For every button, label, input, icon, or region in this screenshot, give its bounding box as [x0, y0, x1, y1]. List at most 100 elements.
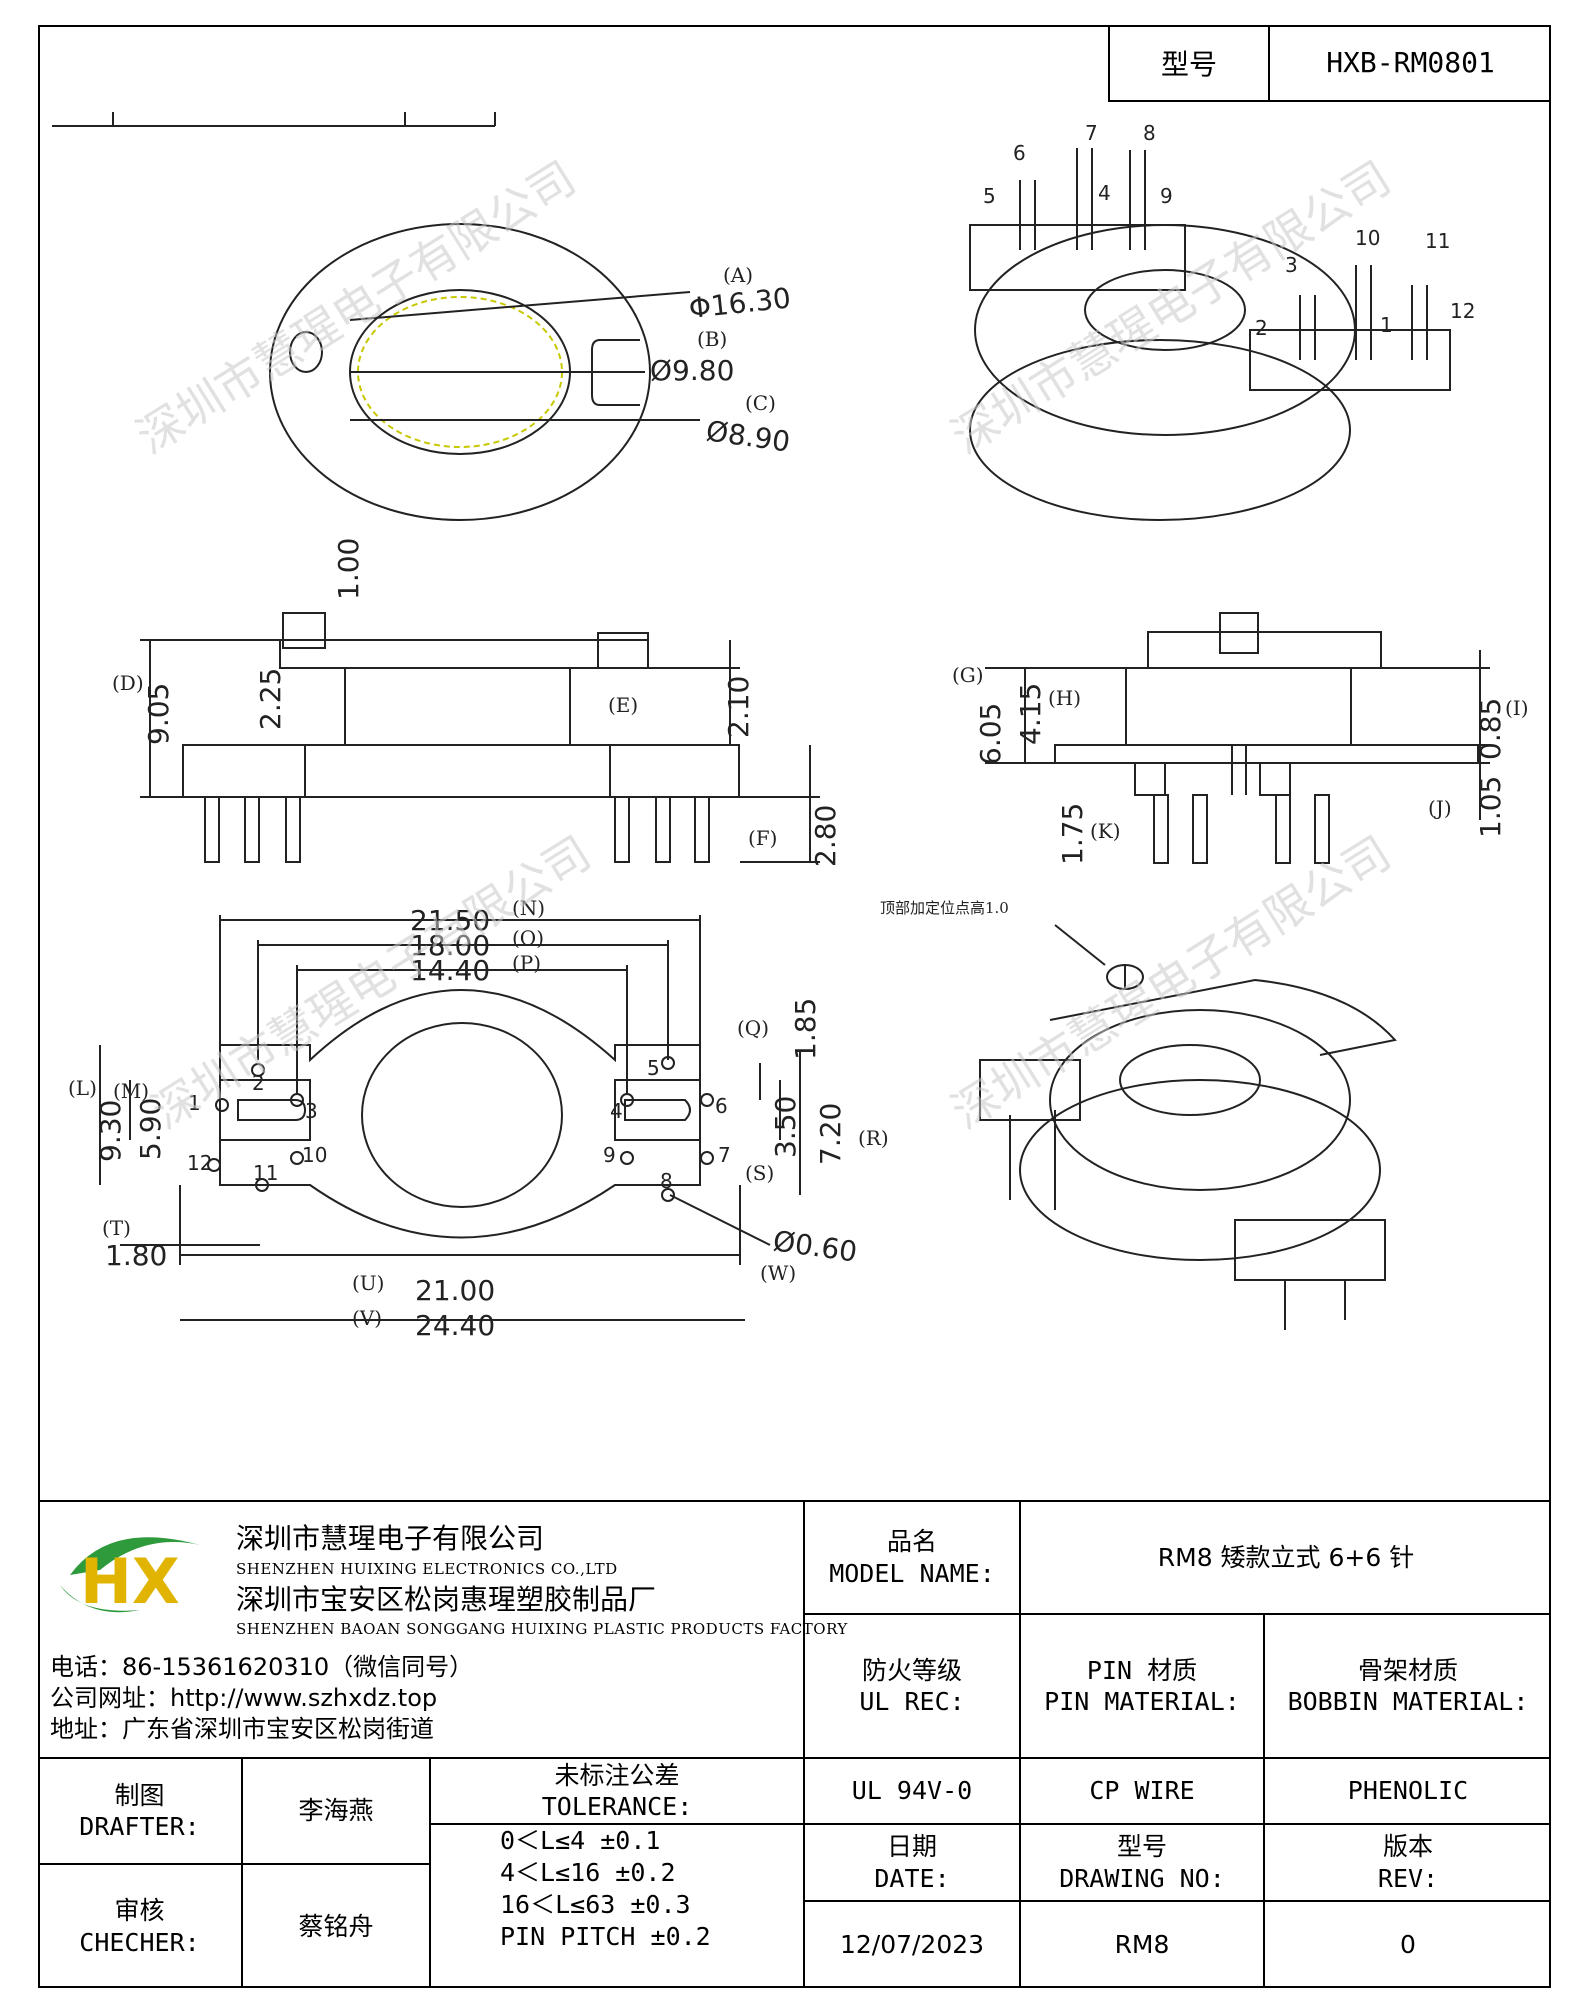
ref-a: (A) [723, 263, 753, 287]
dim-9-30: 9.30 [94, 1100, 127, 1162]
logo-text: HX [80, 1545, 180, 1618]
iso-pin-7: 7 [1085, 121, 1098, 145]
technical-drawing: (A) Φ16.30 (B) Ø9.80 (C) Ø8.90 7 8 6 5 4… [52, 112, 1529, 1342]
bv-pin-8: 8 [660, 1169, 673, 1193]
iso-view [969, 148, 1451, 521]
side-view [985, 612, 1490, 864]
dim-6-05: 6.05 [974, 703, 1007, 765]
bottom-view [99, 915, 801, 1321]
ref-h: (H) [1048, 686, 1081, 710]
tolerance-row: PIN PITCH ±0.2 [500, 1922, 711, 1951]
dim-0-85: 0.85 [1474, 698, 1507, 760]
dim-21-50: 21.50 [410, 904, 490, 937]
company-address: 地址：广东省深圳市宝安区松岗街道 [50, 1715, 434, 1743]
dim-1-80: 1.80 [105, 1239, 167, 1272]
dim-4-15: 4.15 [1014, 683, 1047, 745]
rev-label: 版本 REV: [1377, 1832, 1439, 1893]
ref-i: (I) [1505, 696, 1529, 720]
dim-3-50: 3.50 [769, 1096, 802, 1158]
drawing-no-value: RM8 [1114, 1930, 1170, 1960]
iso-pin-2: 2 [1255, 316, 1268, 340]
company-name-en: SHENZHEN HUIXING ELECTRONICS CO.,LTD [236, 1560, 618, 1578]
iso-pin-10: 10 [1355, 226, 1380, 250]
dim-24-40: 24.40 [415, 1309, 495, 1342]
ref-u: (U) [352, 1271, 384, 1295]
ref-f: (F) [748, 826, 777, 850]
drawing-sheet [38, 25, 1551, 1988]
tolerance-row: 16＜L≤63 ±0.3 [500, 1890, 691, 1919]
ref-t: (T) [102, 1216, 131, 1240]
dim-9-80: Ø9.80 [650, 354, 734, 387]
ref-e: (E) [608, 693, 638, 717]
dim-7-20: 7.20 [814, 1103, 847, 1165]
ul-rec-label: 防火等级 UL REC: [859, 1655, 965, 1716]
tolerance-row: 4＜L≤16 ±0.2 [500, 1858, 676, 1887]
ref-b: (B) [697, 327, 727, 351]
bv-pin-2: 2 [252, 1071, 265, 1095]
bobbin-material-value: PHENOLIC [1347, 1776, 1469, 1806]
ref-o: (O) [512, 926, 544, 950]
ref-c: (C) [745, 391, 776, 415]
tolerance-row: 0＜L≤4 ±0.1 [500, 1826, 661, 1855]
watermark: 深圳市慧瑆电子有限公司 [942, 825, 1400, 1139]
iso-positioning-note: 顶部加定位点高1.0 [880, 899, 1009, 917]
bv-pin-3: 3 [305, 1099, 318, 1123]
bv-pin-4: 4 [610, 1099, 623, 1123]
drafter-label: 制图 DRAFTER: [79, 1780, 200, 1841]
grid-line [429, 1823, 1551, 1825]
dim-8-90: Ø8.90 [704, 414, 792, 458]
dim-1-05: 1.05 [1474, 776, 1507, 838]
bv-pin-6: 6 [715, 1094, 728, 1118]
factory-name-cn: 深圳市宝安区松岗惠瑆塑胶制品厂 [236, 1583, 657, 1616]
dim-2-80: 2.80 [809, 805, 842, 867]
bv-pin-12: 12 [187, 1151, 212, 1175]
company-website: 公司网址：http://www.szhxdz.top [50, 1684, 438, 1712]
grid-line [803, 1900, 1551, 1902]
iso-pin-4: 4 [1098, 181, 1111, 205]
grid-line [1019, 1500, 1021, 1988]
watermark: 深圳市慧瑆电子有限公司 [142, 825, 600, 1139]
title-block [38, 1500, 1551, 1988]
ref-l: (L) [68, 1076, 97, 1100]
checker-value: 蔡铭舟 [298, 1911, 374, 1941]
ref-n: (N) [512, 896, 545, 920]
model-name-value: RM8 矮款立式 6+6 针 [1157, 1542, 1415, 1572]
ref-v: (V) [352, 1306, 382, 1330]
ref-r: (R) [858, 1126, 889, 1150]
date-label: 日期 DATE: [874, 1832, 950, 1893]
bv-pin-7: 7 [718, 1143, 731, 1167]
iso-pin-12: 12 [1450, 299, 1475, 323]
iso-pin-11: 11 [1425, 229, 1450, 253]
dim-1-00: 1.00 [332, 538, 365, 600]
bv-pin-5: 5 [647, 1056, 660, 1080]
bv-pin-10: 10 [302, 1143, 327, 1167]
dim-18-00: 18.00 [410, 929, 490, 962]
watermark: 深圳市慧瑆电子有限公司 [127, 150, 585, 464]
ref-s: (S) [745, 1161, 774, 1185]
ref-w: (W) [760, 1261, 796, 1285]
iso-pin-3: 3 [1285, 253, 1298, 277]
dim-16-30: Φ16.30 [687, 281, 792, 325]
ref-m: (M) [113, 1079, 149, 1103]
company-name-cn: 深圳市慧瑆电子有限公司 [236, 1522, 545, 1555]
header-model-box: 型号 HXB-RM0801 [1108, 25, 1551, 102]
dim-9-05: 9.05 [142, 683, 175, 745]
model-name-label: 品名 MODEL NAME: [829, 1527, 995, 1588]
top-view [269, 223, 700, 521]
company-logo: HX [60, 1537, 200, 1618]
pin-material-value: CP WIRE [1089, 1776, 1195, 1806]
grid-line [38, 1757, 1551, 1759]
dim-5-90: 5.90 [134, 1098, 167, 1160]
header-model-label: 型号 [1110, 25, 1270, 100]
dim-2-10: 2.10 [722, 676, 755, 738]
dim-21-00: 21.00 [415, 1274, 495, 1307]
ref-q: (Q) [737, 1016, 769, 1040]
tolerance-label: 未标注公差 TOLERANCE: [541, 1760, 693, 1821]
iso-view-positioning [979, 924, 1397, 1330]
bobbin-material-label: 骨架材质 BOBBIN MATERIAL: [1287, 1655, 1529, 1716]
ref-k: (K) [1090, 819, 1121, 843]
ref-g: (G) [952, 663, 984, 687]
drawing-no-label: 型号 DRAWING NO: [1059, 1832, 1225, 1893]
iso-pin-1: 1 [1380, 313, 1393, 337]
iso-pin-8: 8 [1143, 121, 1156, 145]
